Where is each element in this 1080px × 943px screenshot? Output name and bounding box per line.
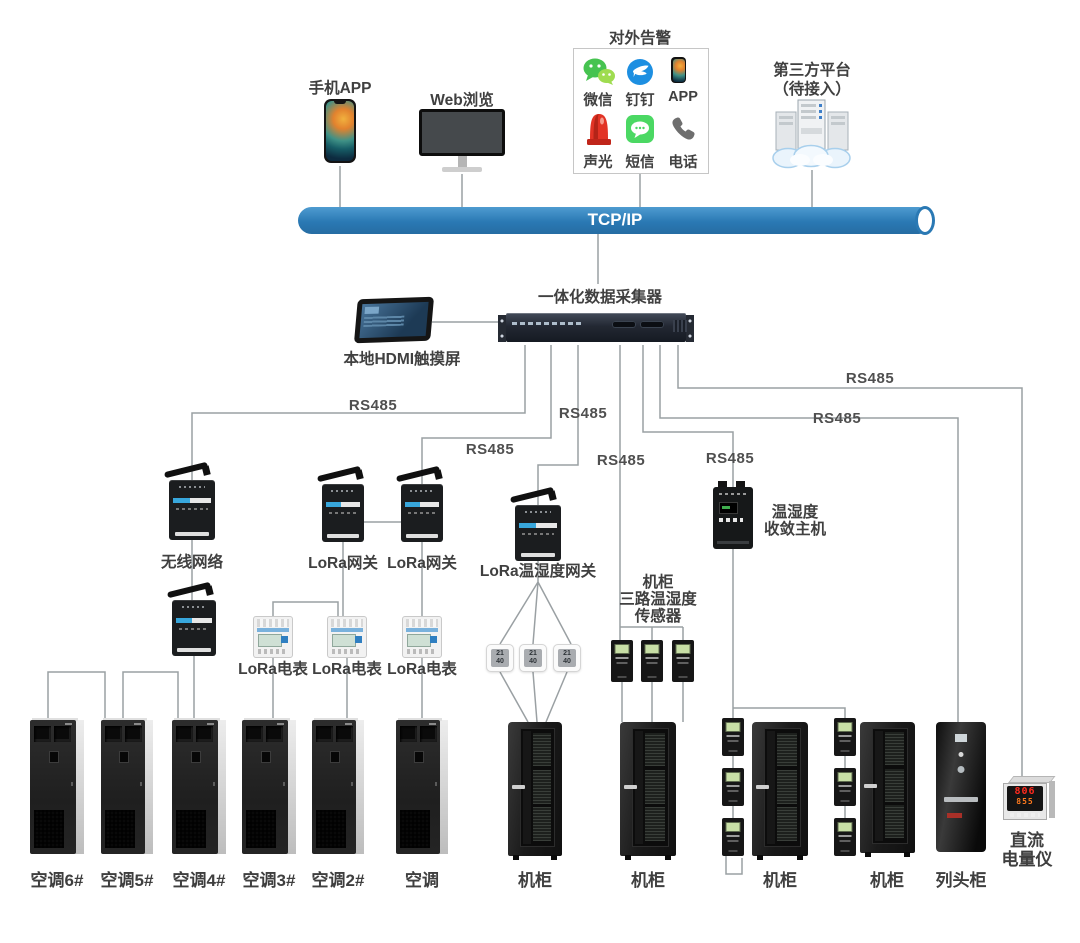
ac-label: 空调6#	[30, 871, 84, 890]
alarm-item-label: 电话	[668, 155, 698, 171]
ac-cabinet-5	[101, 718, 153, 858]
collector-label: 一体化数据采集器	[537, 289, 662, 306]
rs485-label: RS485	[348, 397, 398, 414]
ac-cabinet-3	[242, 718, 296, 858]
ac-cabinet-6	[30, 718, 84, 858]
cabinet-th-sensor	[611, 640, 633, 682]
dc-meter-label-line2: 电量仪	[1001, 850, 1053, 869]
ac-label: 空调5#	[100, 871, 154, 890]
lora-meter-label-2: LoRa电表	[312, 661, 382, 678]
web-browse-label: Web浏览	[430, 92, 494, 109]
cabinet-th-sensor	[641, 640, 663, 682]
lora-meter-label-1: LoRa电表	[238, 661, 308, 678]
dc-power-meter-device: 806 855	[1003, 776, 1056, 822]
alarm-item-label: APP	[668, 89, 698, 105]
server-rack-3	[752, 722, 808, 860]
wireless-gateway-device-1	[163, 461, 215, 540]
cabinet-label: 机柜	[870, 871, 904, 890]
rs485-label: RS485	[812, 410, 862, 427]
phone-call-icon	[672, 117, 695, 140]
lora-gateway-label-1: LoRa网关	[308, 555, 378, 572]
dc-meter-display-top: 806	[1014, 786, 1036, 797]
data-collector-device	[498, 311, 694, 347]
trio-sensor-label-line3: 传感器	[634, 608, 682, 625]
th-convergence-host-device	[713, 481, 753, 549]
dc-meter-display-bottom: 855	[1016, 797, 1034, 806]
lora-meter-device-2	[327, 616, 367, 658]
lora-gateway-device-1	[316, 465, 364, 542]
server-rack-4	[860, 722, 915, 857]
siren-icon	[587, 114, 611, 145]
lora-meter-device-3	[402, 616, 442, 658]
sms-icon	[626, 115, 654, 143]
cabinet-th-sensor	[722, 718, 744, 756]
th-host-label-line1: 温湿度	[771, 504, 819, 521]
ac-label: 空调2#	[311, 871, 365, 890]
ac-cabinet-1	[396, 718, 448, 858]
ac-label: 空调4#	[172, 871, 226, 890]
third-party-label-line2: （待接入）	[773, 81, 851, 98]
th-host-label-line2: 收敛主机	[763, 521, 826, 538]
tcpip-bus: TCP/IP	[298, 207, 932, 234]
cabinet-th-sensor	[722, 818, 744, 856]
tcpip-label: TCP/IP	[587, 210, 643, 229]
trio-sensor-label-line1: 机柜	[642, 574, 674, 591]
lora-th-gateway-label: LoRa温湿度网关	[479, 563, 597, 580]
rs485-label: RS485	[845, 370, 895, 387]
cabinet-th-sensor	[834, 768, 856, 806]
touchscreen-label: 本地HDMI触摸屏	[343, 351, 461, 368]
alarm-item-label: 微信	[583, 93, 613, 109]
ac-cabinet-2	[312, 718, 364, 858]
alarm-box: 微信 钉钉 APP 声光 短信 电话	[573, 48, 709, 174]
lora-gateway-label-2: LoRa网关	[387, 555, 457, 572]
app-icon	[671, 57, 686, 83]
server-rack-2	[620, 722, 676, 860]
smartphone-icon	[324, 99, 356, 163]
alarm-item-label: 声光	[583, 155, 613, 171]
alarm-title: 对外告警	[608, 30, 671, 47]
rs485-label: RS485	[596, 452, 646, 469]
alarm-item-label: 短信	[625, 155, 655, 171]
cabinet-th-sensor	[834, 718, 856, 756]
monitor-icon	[419, 109, 505, 173]
lora-meter-device-1	[253, 616, 293, 658]
phone-screen	[326, 101, 354, 161]
wireless-gateway-device-2	[166, 581, 216, 656]
ac-cabinet-4	[172, 718, 226, 858]
server-rack-1	[508, 722, 562, 860]
lora-meter-label-3: LoRa电表	[387, 661, 457, 678]
cloud-servers-icon	[772, 99, 851, 169]
rs485-label: RS485	[465, 441, 515, 458]
alarm-item-label: 钉钉	[625, 93, 655, 109]
third-party-label-line1: 第三方平台	[773, 62, 851, 79]
tcpip-pipe-end	[915, 206, 935, 235]
cabinet-label: 机柜	[631, 871, 665, 890]
cabinet-label: 机柜	[518, 871, 552, 890]
wechat-icon	[583, 58, 615, 85]
ac-label: 空调3#	[242, 871, 296, 890]
phone-app-label: 手机APP	[308, 80, 372, 97]
dc-meter-label-line1: 直流	[1010, 831, 1044, 850]
wireless-network-label: 无线网络	[160, 554, 223, 571]
cabinet-label: 机柜	[763, 871, 797, 890]
cabinet-th-sensor	[672, 640, 694, 682]
dingtalk-icon	[627, 59, 653, 85]
cabinet-th-sensor	[834, 818, 856, 856]
lora-gateway-device-2	[395, 465, 443, 542]
hdmi-touchscreen-device	[353, 296, 435, 344]
rs485-label: RS485	[705, 450, 755, 467]
phone-notch	[334, 101, 346, 104]
row-head-label: 列头柜	[935, 871, 987, 890]
ac-label: 空调	[405, 871, 439, 890]
trio-sensor-label-line2: 三路温湿度	[619, 591, 697, 608]
cabinet-th-sensor	[722, 768, 744, 806]
rs485-label: RS485	[558, 405, 608, 422]
lora-th-gateway-device	[509, 486, 561, 561]
row-head-cabinet	[936, 722, 986, 852]
